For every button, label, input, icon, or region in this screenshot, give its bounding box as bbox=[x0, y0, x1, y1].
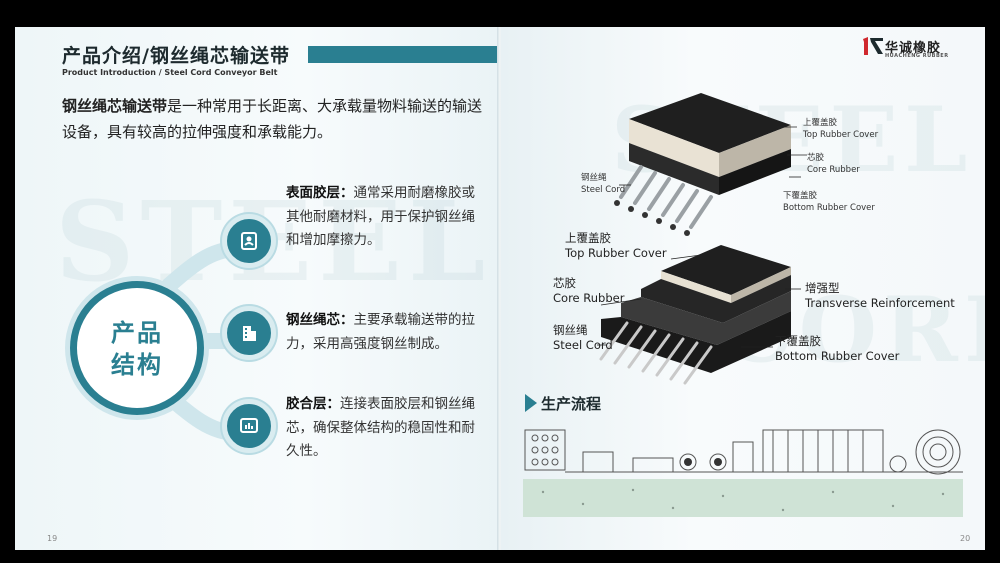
production-line-illustration bbox=[523, 429, 963, 517]
item-heading: 钢丝绳芯： bbox=[286, 312, 354, 328]
page-subtitle: Product Introduction / Steel Cord Convey… bbox=[62, 68, 278, 77]
belt-cross-section-diagram-2 bbox=[597, 245, 801, 385]
item-heading: 表面胶层： bbox=[286, 185, 354, 201]
item-text: 通常采用耐磨橡胶或其他耐磨材料，用于保护钢丝绳和增加摩擦力。 bbox=[286, 185, 475, 248]
label-zh: 增强型 bbox=[805, 281, 840, 295]
product-structure-circle: 产品结构 bbox=[70, 281, 204, 415]
label-zh: 钢丝绳 bbox=[553, 323, 588, 337]
intro-text: 是一种常用于长距离、大承载量物料输送的输送设备，具有较高的拉伸强度和承载能力。 bbox=[62, 97, 483, 141]
page-number-right: 20 bbox=[960, 534, 971, 543]
right-page: STEEL CORD 华诚橡胶 HUACHENG RUBBER bbox=[501, 27, 985, 550]
center-line-2: 结构 bbox=[111, 351, 163, 379]
label-zh: 下覆盖胶 bbox=[783, 191, 818, 201]
label-zh: 芯胶 bbox=[807, 153, 825, 163]
company-name-zh: 华诚橡胶 bbox=[885, 41, 942, 56]
structure-item-1: 表面胶层：通常采用耐磨橡胶或其他耐磨材料，用于保护钢丝绳和增加摩擦力。 bbox=[286, 182, 486, 253]
brochure-spread: STEEL 产品介绍/钢丝绳芯输送带 Product Introduction … bbox=[15, 27, 985, 550]
title-accent-bar bbox=[308, 46, 498, 63]
page-title: 产品介绍/钢丝绳芯输送带 bbox=[62, 45, 290, 67]
section-arrow-icon bbox=[525, 394, 537, 412]
label-zh: 上覆盖胶 bbox=[803, 118, 838, 128]
chart-board-icon bbox=[240, 418, 258, 433]
intro-paragraph: 钢丝绳芯输送带是一种常用于长距离、大承载量物料输送的输送设备，具有较高的拉伸强度… bbox=[62, 93, 487, 145]
item-icon-circle-2 bbox=[222, 306, 276, 360]
d1-top-cover-label: 上覆盖胶 Top Rubber Cover bbox=[803, 117, 878, 141]
page-number-left: 19 bbox=[47, 534, 58, 543]
belt-cross-section-diagram-1 bbox=[614, 93, 807, 236]
d1-bottom-label: 下覆盖胶 Bottom Rubber Cover bbox=[783, 190, 875, 214]
left-page: STEEL 产品介绍/钢丝绳芯输送带 Product Introduction … bbox=[15, 27, 499, 550]
label-en: Bottom Rubber Cover bbox=[783, 203, 875, 213]
label-en: Core Rubber bbox=[553, 291, 625, 305]
label-en: Steel Cord bbox=[553, 338, 613, 352]
building-icon bbox=[243, 326, 256, 341]
structure-item-3: 胶合层：连接表面胶层和钢丝绳芯，确保整体结构的稳固性和耐久性。 bbox=[286, 393, 486, 464]
product-structure-label: 产品结构 bbox=[77, 317, 197, 381]
d1-steel-cord-label: 钢丝绳 Steel Cord bbox=[581, 172, 625, 196]
company-name-en: HUACHENG RUBBER bbox=[885, 53, 949, 59]
label-en: Transverse Reinforcement bbox=[805, 296, 955, 310]
label-en: Bottom Rubber Cover bbox=[775, 349, 900, 363]
item-heading: 胶合层： bbox=[286, 396, 340, 412]
structure-connector-arcs bbox=[159, 241, 238, 441]
intro-bold: 钢丝绳芯输送带 bbox=[62, 97, 168, 115]
center-line-1: 产品 bbox=[111, 319, 163, 347]
structure-item-2: 钢丝绳芯：主要承载输送带的拉力，采用高强度钢丝制成。 bbox=[286, 309, 486, 356]
page-gutter bbox=[497, 27, 503, 550]
label-zh: 钢丝绳 bbox=[581, 173, 607, 183]
label-en: Core Rubber bbox=[807, 165, 860, 175]
contact-card-icon bbox=[241, 232, 257, 250]
label-zh: 上覆盖胶 bbox=[565, 231, 611, 245]
item-icon-circle-3 bbox=[222, 399, 276, 453]
item-text: 连接表面胶层和钢丝绳芯，确保整体结构的稳固性和耐久性。 bbox=[286, 396, 475, 459]
item-text: 主要承载输送带的拉力，采用高强度钢丝制成。 bbox=[286, 312, 475, 352]
item-icon-circle-1 bbox=[222, 214, 276, 268]
label-en: Top Rubber Cover bbox=[803, 130, 879, 140]
d1-core-label: 芯胶 Core Rubber bbox=[807, 152, 860, 176]
label-zh: 下覆盖胶 bbox=[775, 334, 821, 348]
label-en: Steel Cord bbox=[581, 185, 626, 195]
section-title: 生产流程 bbox=[541, 395, 602, 413]
label-en: Top Rubber Cover bbox=[565, 246, 667, 260]
label-zh: 芯胶 bbox=[553, 276, 576, 290]
company-logo bbox=[863, 37, 883, 55]
